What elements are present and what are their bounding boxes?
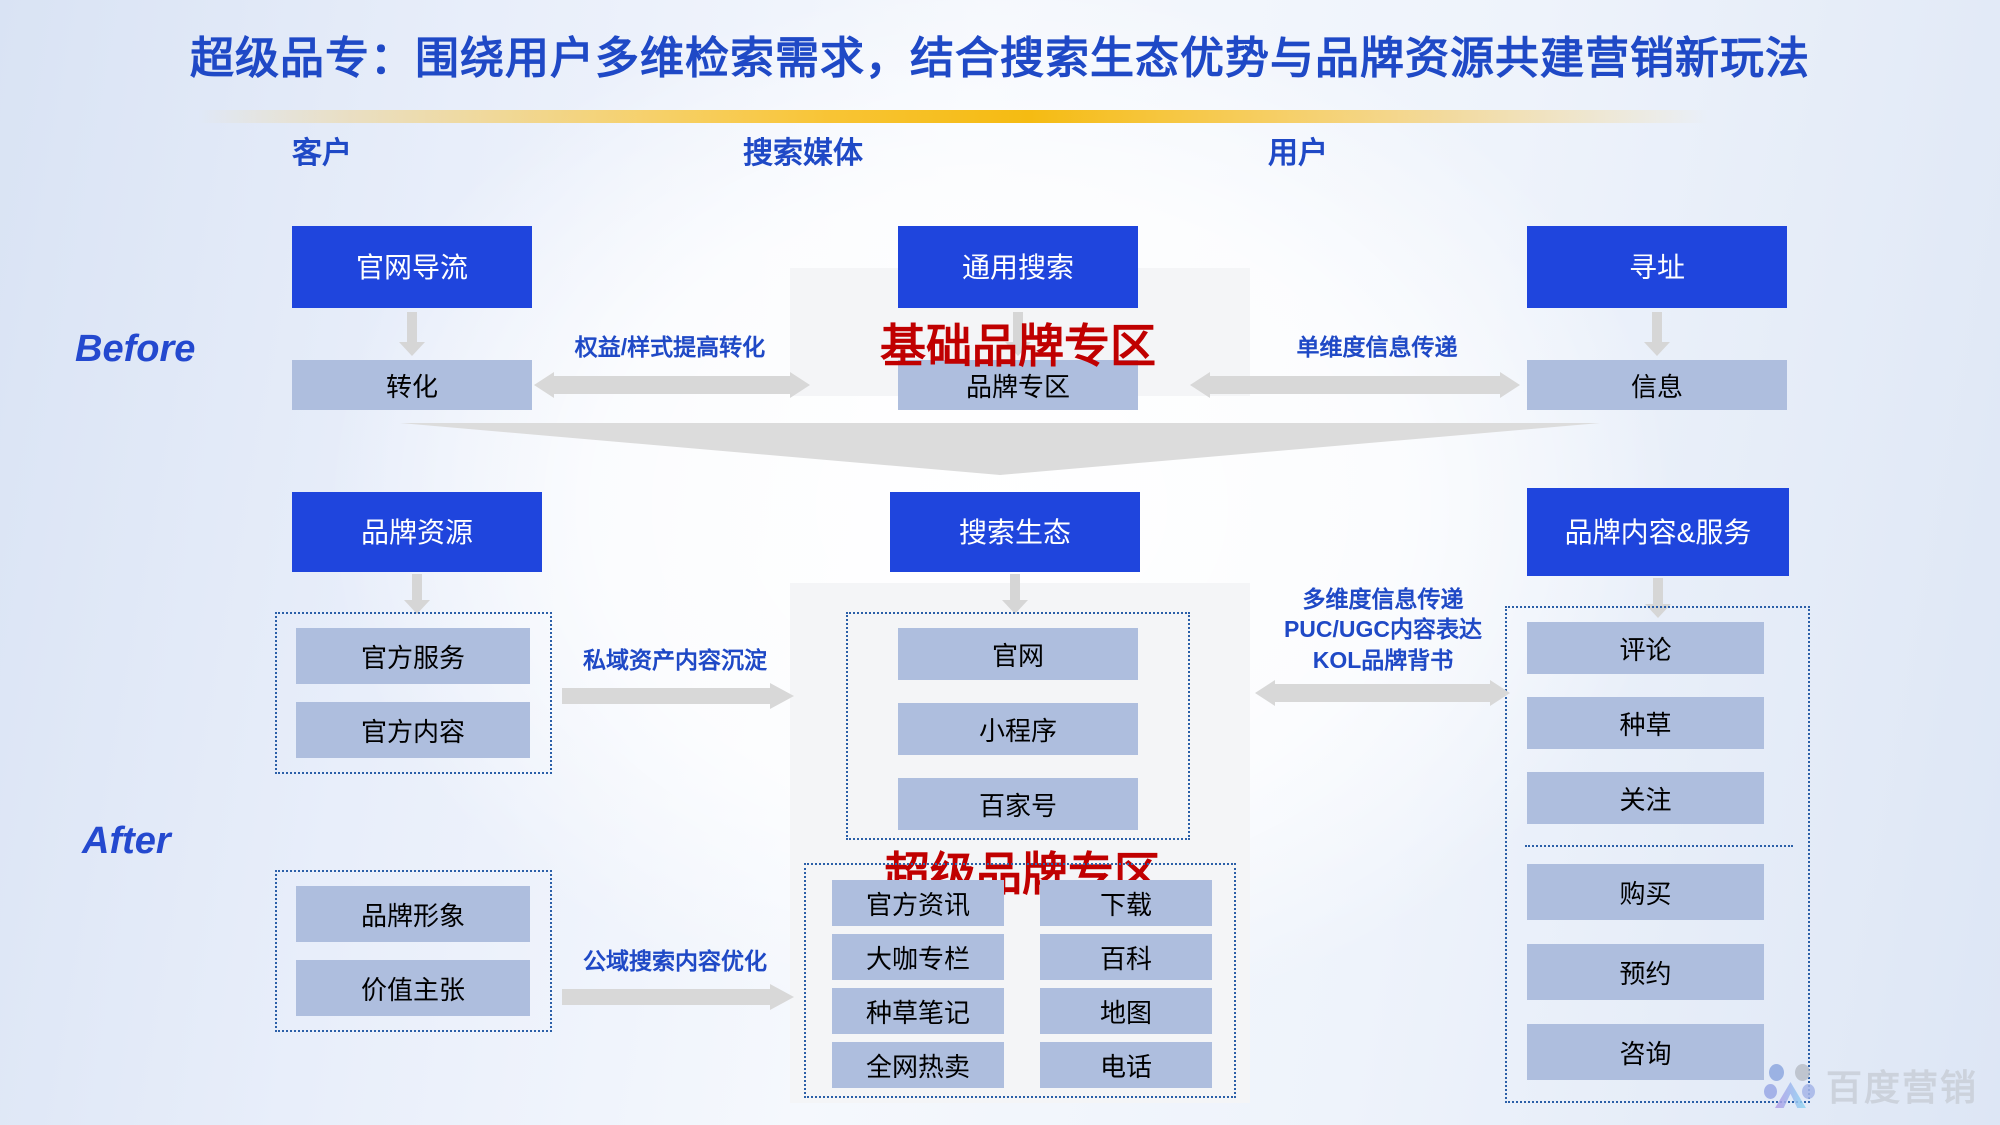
before-connector-left-label: 权益/样式提高转化 (574, 334, 766, 360)
after-connector-right-line-1: 多维度信息传递 (1302, 586, 1464, 612)
before-customer-secondary[interactable]: 转化 (292, 360, 532, 410)
after-brand-content-item-4[interactable]: 购买 (1527, 864, 1764, 920)
before-connector-right-arrow (1190, 372, 1520, 398)
after-search-eco-grid (804, 863, 1236, 1098)
after-connector-bottom-left-arrow (562, 984, 794, 1010)
after-search-eco-grid-right-1[interactable]: 下载 (1040, 880, 1212, 926)
after-connector-right-line-2: PUC/UGC内容表达 (1283, 616, 1483, 643)
after-brand-content-divider (1525, 845, 1793, 847)
column-heading-media: 搜索媒体 (743, 137, 863, 170)
before-after-divider-arrow (400, 423, 1600, 475)
after-search-eco-group-top (846, 612, 1190, 840)
after-brand-content-item-6[interactable]: 咨询 (1527, 1024, 1764, 1080)
after-brand-content-item-5[interactable]: 预约 (1527, 944, 1764, 1000)
after-connector-right-line-3: KOL品牌背书 (1312, 646, 1454, 673)
after-search-eco-item-1[interactable]: 官网 (898, 628, 1138, 680)
baidu-paw-icon (1763, 1062, 1816, 1108)
title-underline (198, 110, 1708, 123)
after-brand-content-primary[interactable]: 品牌内容&服务 (1527, 488, 1789, 576)
column-heading-customer: 客户 (292, 137, 352, 170)
after-connector-right-arrow (1255, 680, 1510, 706)
after-brand-resource-group-top (275, 612, 552, 774)
column-heading-user: 用户 (1268, 137, 1328, 170)
page-title: 超级品专：围绕用户多维检索需求，结合搜索生态优势与品牌资源共建营销新玩法 (190, 34, 1810, 83)
before-user-secondary[interactable]: 信息 (1527, 360, 1787, 410)
before-connector-left-arrow (534, 372, 810, 398)
after-brand-content-item-1[interactable]: 评论 (1527, 622, 1764, 674)
after-search-eco-grid-left-1[interactable]: 官方资讯 (832, 880, 1004, 926)
after-brand-resource-item-2[interactable]: 官方内容 (296, 702, 530, 758)
after-search-eco-grid-right-4[interactable]: 电话 (1040, 1042, 1212, 1088)
before-media-red-label: 基础品牌专区 (880, 320, 1156, 372)
stage-label-before: Before (75, 328, 196, 370)
after-search-eco-item-2[interactable]: 小程序 (898, 703, 1138, 755)
after-brand-resource-item-3[interactable]: 品牌形象 (296, 886, 530, 942)
after-connector-top-left-label: 私域资产内容沉淀 (583, 647, 767, 673)
after-brand-content-group (1505, 606, 1810, 1103)
after-brand-resource-arrow (404, 574, 430, 616)
after-brand-resource-primary[interactable]: 品牌资源 (292, 492, 542, 572)
after-connector-top-left-arrow (562, 683, 794, 709)
after-search-eco-item-3[interactable]: 百家号 (898, 778, 1138, 830)
after-brand-content-item-2[interactable]: 种草 (1527, 697, 1764, 749)
before-media-arrow (1005, 312, 1031, 358)
after-search-eco-grid-right-2[interactable]: 百科 (1040, 934, 1212, 980)
before-customer-arrow (399, 312, 425, 358)
after-search-eco-grid-left-4[interactable]: 全网热卖 (832, 1042, 1004, 1088)
after-search-eco-primary[interactable]: 搜索生态 (890, 492, 1140, 572)
before-media-secondary[interactable]: 品牌专区 (898, 360, 1138, 410)
before-connector-right-label: 单维度信息传递 (1296, 334, 1458, 360)
after-search-eco-grid-right-3[interactable]: 地图 (1040, 988, 1212, 1034)
after-connector-right-label: 多维度信息传递 PUC/UGC内容表达 KOL品牌背书 (1258, 584, 1508, 675)
before-user-primary[interactable]: 寻址 (1527, 226, 1787, 308)
after-search-eco-grid-left-2[interactable]: 大咖专栏 (832, 934, 1004, 980)
after-brand-resource-item-4[interactable]: 价值主张 (296, 960, 530, 1016)
after-brand-content-item-3[interactable]: 关注 (1527, 772, 1764, 824)
before-user-arrow (1644, 312, 1670, 358)
stage-label-after: After (82, 820, 171, 862)
logo-text: 百度营销 (1825, 1067, 1978, 1108)
after-connector-bottom-left-label: 公域搜索内容优化 (583, 948, 767, 974)
baidu-marketing-logo: 百度营销 (1763, 1059, 1978, 1111)
before-customer-primary[interactable]: 官网导流 (292, 226, 532, 308)
after-brand-resource-item-1[interactable]: 官方服务 (296, 628, 530, 684)
after-search-eco-arrow (1002, 574, 1028, 616)
after-brand-resource-group-bottom (275, 870, 552, 1032)
after-search-eco-grid-left-3[interactable]: 种草笔记 (832, 988, 1004, 1034)
before-media-primary[interactable]: 通用搜索 (898, 226, 1138, 308)
